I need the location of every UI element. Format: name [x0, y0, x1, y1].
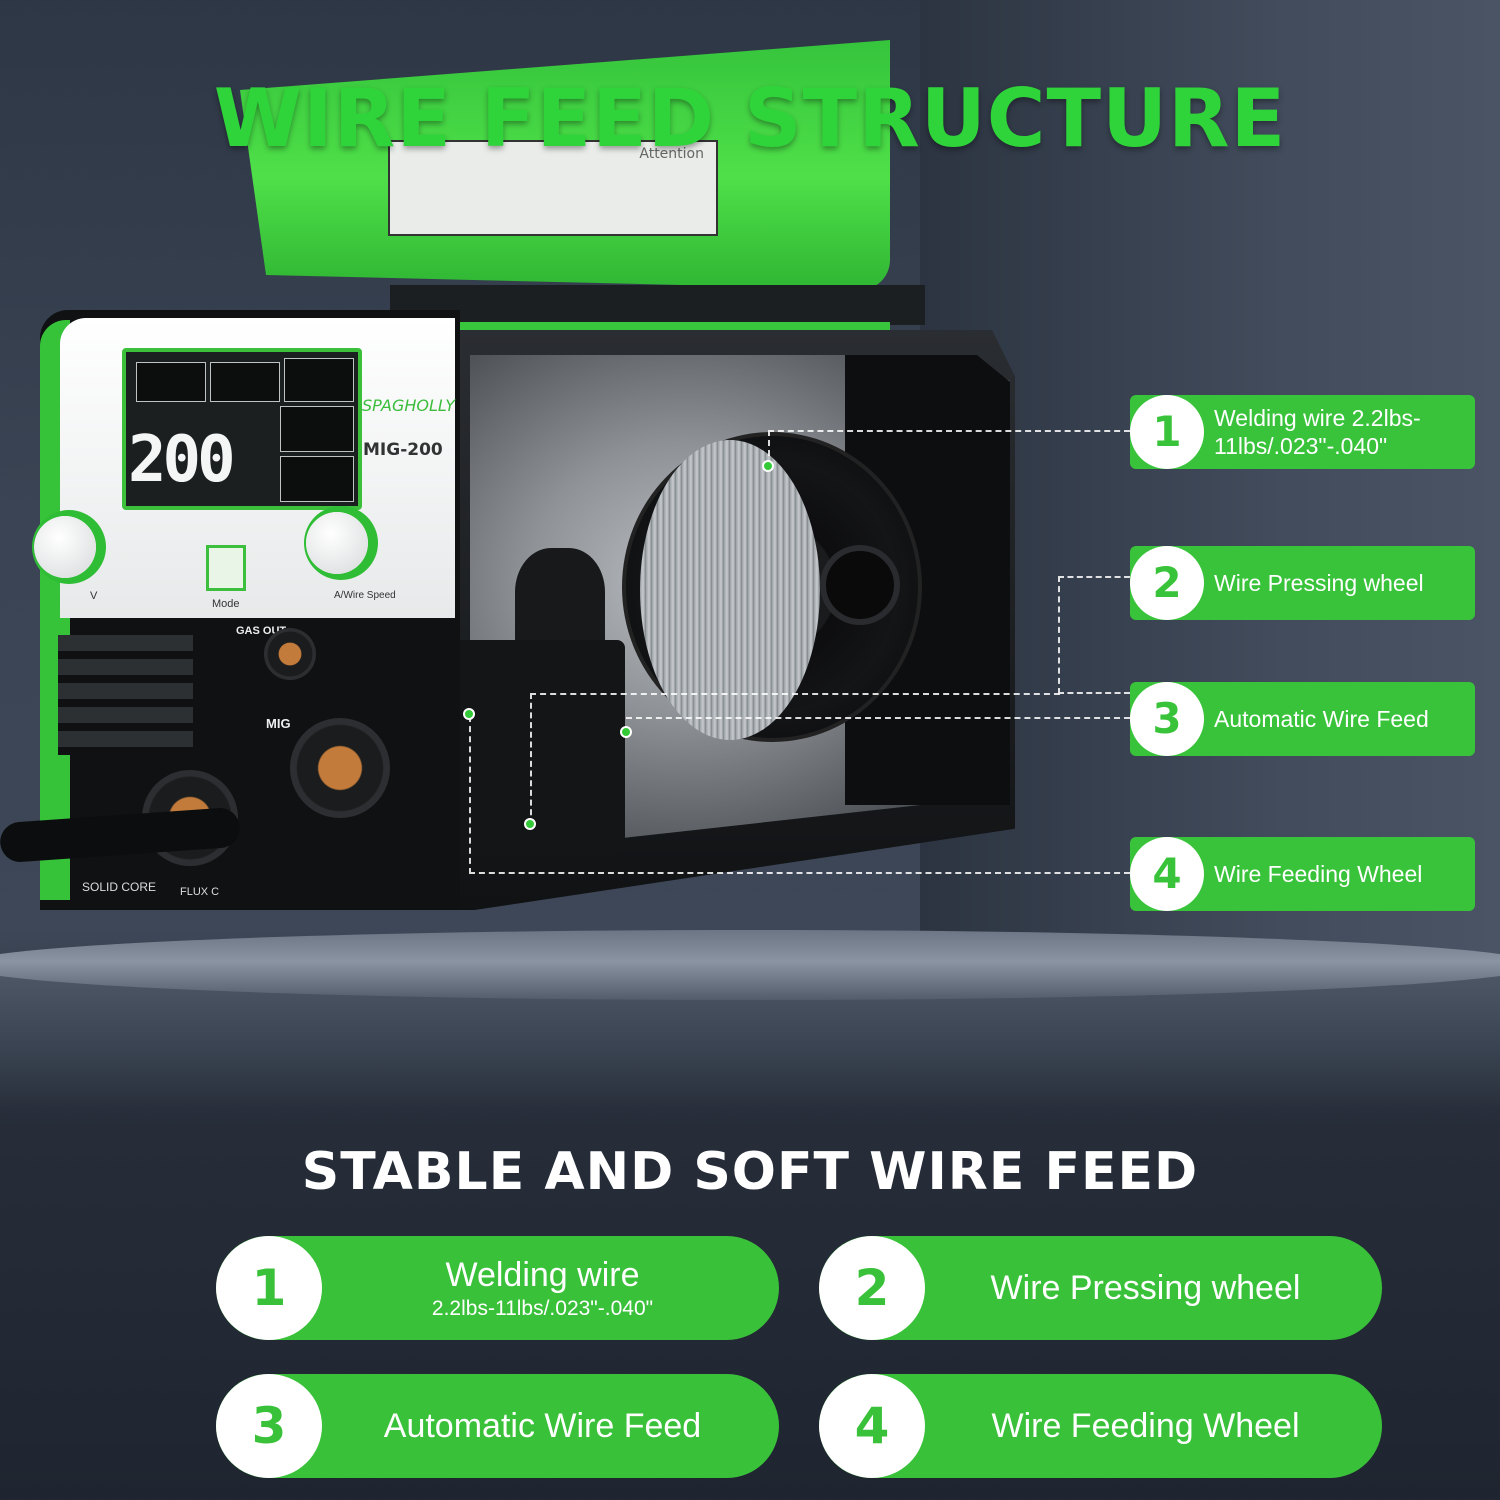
lcd-mode-mig-gas-fss	[280, 406, 354, 452]
lcd-readout: 200	[128, 423, 236, 497]
callout-text: Wire Feeding Wheel	[1214, 861, 1423, 887]
summary-item-3: 3 Automatic Wire Feed	[216, 1374, 779, 1478]
model-label: MIG-200	[363, 440, 443, 460]
anchor-dot-4	[463, 708, 475, 720]
callout-text: Welding wire 2.2lbs-11lbs/.023"-.040"	[1214, 405, 1421, 459]
lcd-mode-mig-gas	[284, 358, 354, 402]
torch-connector	[264, 628, 316, 680]
summary-number: 3	[216, 1374, 322, 1478]
callout-number: 4	[1130, 837, 1204, 911]
page-title: WIRE FEED STRUCTURE	[213, 72, 1287, 165]
anchor-dot-1	[762, 460, 774, 472]
section-title: STABLE AND SOFT WIRE FEED	[301, 1142, 1199, 1202]
lcd-mode-stick	[210, 362, 280, 402]
summary-item-4: 4 Wire Feeding Wheel	[819, 1374, 1382, 1478]
mode-label: Mode	[212, 598, 240, 610]
cooling-vents	[58, 635, 193, 755]
callout-4: 4 Wire Feeding Wheel	[1130, 837, 1475, 911]
voltage-label: V	[90, 590, 98, 602]
summary-item-2: 2 Wire Pressing wheel	[819, 1236, 1382, 1340]
summary-number: 4	[819, 1374, 925, 1478]
summary-title: Wire Pressing wheel	[990, 1268, 1301, 1307]
mig-socket	[290, 718, 390, 818]
mig-label: MIG	[266, 716, 291, 731]
summary-item-1: 1 Welding wire 2.2lbs-11lbs/.023"-.040"	[216, 1236, 779, 1340]
lcd-mode-mig-gas-fss-2	[280, 456, 354, 502]
summary-number: 2	[819, 1236, 925, 1340]
spool-hub	[820, 545, 900, 625]
anchor-dot-2	[524, 818, 536, 830]
wire-speed-label: A/Wire Speed	[334, 590, 396, 601]
leader-line-3	[626, 717, 1130, 719]
hood-hinge	[390, 285, 925, 325]
summary-text: Wire Pressing wheel	[929, 1236, 1362, 1340]
hood-label: Attention	[388, 140, 718, 236]
anchor-dot-3	[620, 726, 632, 738]
pedestal-top	[0, 930, 1500, 1000]
callout-2: 2 Wire Pressing wheel	[1130, 546, 1475, 620]
lcd-display	[122, 348, 362, 510]
summary-title: Wire Feeding Wheel	[991, 1406, 1300, 1445]
callout-1: 1 Welding wire 2.2lbs-11lbs/.023"-.040"	[1130, 395, 1475, 469]
pressing-knob	[515, 548, 605, 658]
callout-number: 1	[1130, 395, 1204, 469]
lcd-mode-lift-tig	[136, 362, 206, 402]
summary-text: Welding wire 2.2lbs-11lbs/.023"-.040"	[326, 1236, 759, 1340]
callout-text: Wire Pressing wheel	[1214, 570, 1424, 596]
callout-number: 3	[1130, 682, 1204, 756]
summary-title: Welding wire	[445, 1255, 640, 1294]
wire-spool	[640, 440, 820, 740]
solid-core-label: SOLID CORE	[82, 880, 157, 894]
leader-line-4	[469, 716, 1130, 874]
brand-logo: SPAGHOLLY	[362, 396, 456, 415]
leader-line-2-upper	[1058, 576, 1130, 694]
callout-number: 2	[1130, 546, 1204, 620]
summary-text: Wire Feeding Wheel	[929, 1374, 1362, 1478]
mode-button[interactable]	[206, 545, 246, 591]
callout-text: Automatic Wire Feed	[1214, 706, 1429, 732]
wire-feeder-assembly	[455, 640, 625, 855]
voltage-knob[interactable]	[34, 516, 96, 578]
summary-title: Automatic Wire Feed	[383, 1406, 702, 1445]
backdrop-panel	[920, 0, 1500, 1000]
callout-3: 3 Automatic Wire Feed	[1130, 682, 1475, 756]
summary-subtitle: 2.2lbs-11lbs/.023"-.040"	[431, 1296, 654, 1320]
hood-label-title: Attention	[639, 146, 704, 162]
leader-line-1	[768, 430, 1130, 466]
wire-speed-knob[interactable]	[306, 512, 368, 574]
summary-text: Automatic Wire Feed	[326, 1374, 759, 1478]
flux-label: FLUX C	[180, 886, 220, 898]
leader-line-2	[530, 693, 1060, 825]
summary-number: 1	[216, 1236, 322, 1340]
